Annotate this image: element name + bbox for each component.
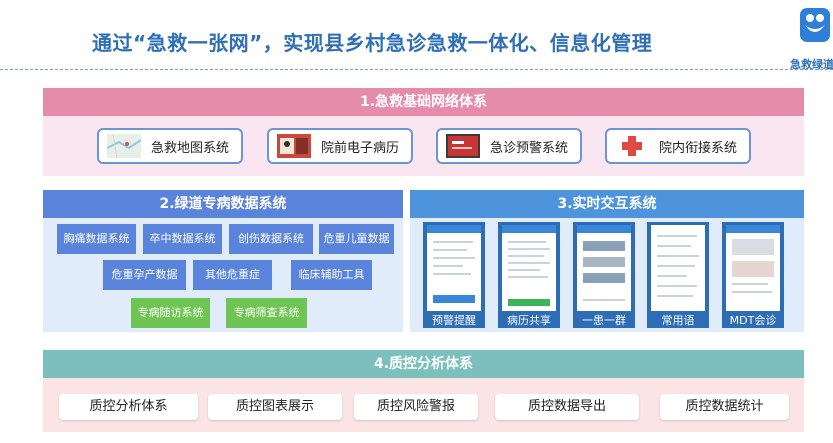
phone-screen bbox=[726, 225, 780, 311]
app-mdt-consultation[interactable]: MDT会诊 bbox=[722, 222, 784, 328]
section3-title: 3.实时交互系统 bbox=[410, 190, 804, 218]
tag-clinical-tools[interactable]: 临床辅助工具 bbox=[291, 260, 372, 290]
header-divider bbox=[0, 69, 833, 70]
app-warning-reminder[interactable]: 预警提醒 bbox=[423, 222, 485, 328]
phone-screen bbox=[427, 225, 481, 311]
qc-data-statistics[interactable]: 质控数据统计 bbox=[660, 394, 789, 420]
map-icon bbox=[106, 133, 142, 159]
warning-screen-icon bbox=[446, 134, 480, 158]
qc-risk-alert[interactable]: 质控风险警报 bbox=[354, 394, 478, 420]
prehospital-emr[interactable]: 院前电子病历 bbox=[267, 128, 413, 164]
qc-analysis-system[interactable]: 质控分析体系 bbox=[59, 394, 198, 420]
app-label: 常用语 bbox=[661, 314, 695, 327]
app-label: 预警提醒 bbox=[432, 314, 476, 327]
app-label: 一患一群 bbox=[582, 314, 626, 327]
app-label: 病历共享 bbox=[507, 314, 551, 327]
phone-screen bbox=[577, 225, 631, 311]
page-title: 通过“急救一张网”，实现县乡村急诊急救一体化、信息化管理 bbox=[92, 31, 653, 55]
tag-followup-system[interactable]: 专病随访系统 bbox=[131, 298, 210, 328]
qc-chart-display[interactable]: 质控图表展示 bbox=[208, 394, 342, 420]
app-common-phrases[interactable]: 常用语 bbox=[647, 222, 709, 328]
app-label: MDT会诊 bbox=[729, 314, 777, 327]
red-cross-icon bbox=[615, 134, 649, 158]
medical-record-photo-icon bbox=[277, 134, 311, 158]
emergency-map-system[interactable]: 急救地图系统 bbox=[97, 128, 243, 164]
emergency-warning-system[interactable]: 急诊预警系统 bbox=[436, 128, 582, 164]
tag-other-critical[interactable]: 其他危重症 bbox=[193, 260, 272, 290]
tag-trauma-data[interactable]: 创伤数据系统 bbox=[229, 224, 313, 254]
qc-data-export[interactable]: 质控数据导出 bbox=[495, 394, 639, 420]
phone-screen bbox=[651, 225, 705, 311]
logo: 急救绿道 bbox=[790, 4, 833, 71]
app-record-sharing[interactable]: 病历共享 bbox=[498, 222, 560, 328]
tag-critical-maternal-data[interactable]: 危重孕产数据 bbox=[103, 260, 186, 290]
section1-title: 1.急救基础网络体系 bbox=[43, 88, 804, 116]
tag-screening-system[interactable]: 专病筛查系统 bbox=[226, 298, 307, 328]
phone-screen bbox=[502, 225, 556, 311]
app-patient-group[interactable]: 一患一群 bbox=[573, 222, 635, 328]
section4-title: 4.质控分析体系 bbox=[43, 350, 804, 378]
in-hospital-connection-system[interactable]: 院内衔接系统 bbox=[605, 128, 751, 164]
logo-text: 急救绿道 bbox=[790, 58, 833, 71]
tag-chest-pain-data[interactable]: 胸痛数据系统 bbox=[57, 224, 136, 254]
section2-title: 2.绿道专病数据系统 bbox=[43, 190, 403, 218]
tag-stroke-data[interactable]: 卒中数据系统 bbox=[143, 224, 222, 254]
logo-heart-icon bbox=[800, 8, 830, 42]
tag-critical-child-data[interactable]: 危重儿童数据 bbox=[319, 224, 394, 254]
